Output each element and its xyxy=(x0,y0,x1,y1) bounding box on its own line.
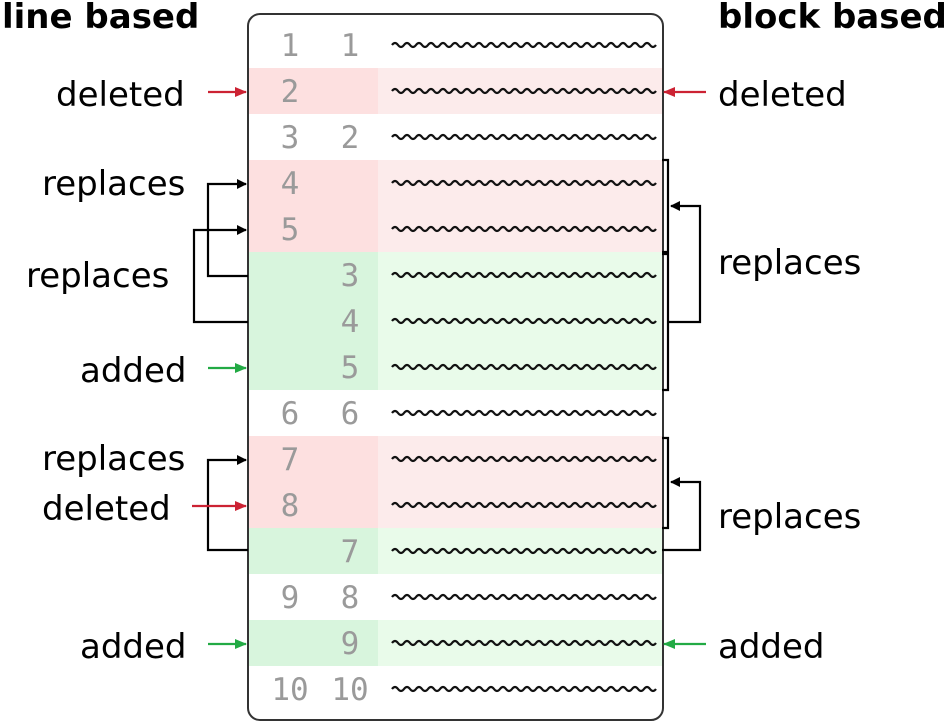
diff-row-4: 4 xyxy=(249,160,662,206)
right-label-deleted-1: deleted xyxy=(718,75,847,115)
right-label-added-1: added xyxy=(718,627,825,667)
row-gutter-highlight xyxy=(249,436,378,482)
new-line-number: 6 xyxy=(341,396,360,432)
line-content-placeholder xyxy=(391,179,657,187)
new-line-number: 10 xyxy=(331,672,368,708)
line-content-placeholder xyxy=(391,547,657,555)
left-label-added-2: added xyxy=(80,627,187,667)
row-gutter-highlight xyxy=(249,68,378,114)
row-gutter-highlight xyxy=(249,206,378,252)
new-line-number: 5 xyxy=(341,350,360,386)
old-line-number: 9 xyxy=(281,580,300,616)
right-bracket-deleted-block-1 xyxy=(662,158,670,254)
diff-row-10: 7 xyxy=(249,436,662,482)
old-line-number: 7 xyxy=(281,442,300,478)
diff-row-2: 2 xyxy=(249,68,662,114)
right-label-replaces-1: replaces xyxy=(718,243,861,283)
row-gutter-highlight xyxy=(249,482,378,528)
right-bracket-deleted-block-2 xyxy=(662,436,670,530)
line-content-placeholder xyxy=(391,409,657,417)
old-line-number: 1 xyxy=(281,28,300,64)
right-arrow-replaces-2 xyxy=(662,477,702,552)
old-line-number: 5 xyxy=(281,212,300,248)
line-content-placeholder xyxy=(391,363,657,371)
diff-row-11: 8 xyxy=(249,482,662,528)
diff-row-7: 4 xyxy=(249,298,662,344)
left-label-added-1: added xyxy=(80,351,187,391)
file-frame xyxy=(247,13,664,721)
left-label-deleted-2: deleted xyxy=(42,489,171,529)
line-content-placeholder xyxy=(391,455,657,463)
new-line-number: 1 xyxy=(341,28,360,64)
new-line-number: 4 xyxy=(341,304,360,340)
line-content-placeholder xyxy=(391,271,657,279)
left-label-replaces-1: replaces xyxy=(42,164,185,204)
new-line-number: 7 xyxy=(341,534,360,570)
row-gutter-highlight xyxy=(249,344,378,390)
diff-row-15: 10 10 xyxy=(271,672,657,708)
row-gutter-highlight xyxy=(249,298,378,344)
line-content-placeholder xyxy=(391,133,657,141)
left-label-replaces-2: replaces xyxy=(26,256,169,296)
new-line-number: 3 xyxy=(341,258,360,294)
right-label-replaces-2: replaces xyxy=(718,497,861,537)
left-title: line based xyxy=(2,0,199,37)
old-line-number: 2 xyxy=(281,74,300,110)
diff-row-8: 5 xyxy=(249,344,662,390)
line-content-placeholder xyxy=(391,593,657,601)
line-content-placeholder xyxy=(391,639,657,647)
diff-row-6: 3 xyxy=(249,252,662,298)
line-content-placeholder xyxy=(391,41,657,49)
line-content-placeholder xyxy=(391,317,657,325)
left-label-replaces-3: replaces xyxy=(42,439,185,479)
left-bracket-replaces-2 xyxy=(192,225,248,324)
diff-row-14: 9 xyxy=(249,620,662,666)
line-content-placeholder xyxy=(391,501,657,509)
old-line-number: 8 xyxy=(281,488,300,524)
old-line-number: 3 xyxy=(281,120,300,156)
line-content-placeholder xyxy=(391,225,657,233)
diff-row-12: 7 xyxy=(249,528,662,574)
row-gutter-highlight xyxy=(249,252,378,298)
row-gutter-highlight xyxy=(249,620,378,666)
right-title: block based xyxy=(718,0,945,37)
old-line-number: 10 xyxy=(271,672,308,708)
old-line-number: 4 xyxy=(281,166,300,202)
old-line-number: 6 xyxy=(281,396,300,432)
right-arrow-replaces-1 xyxy=(668,201,702,324)
row-gutter-highlight xyxy=(249,160,378,206)
row-gutter-highlight xyxy=(249,528,378,574)
new-line-number: 9 xyxy=(341,626,360,662)
line-content-placeholder xyxy=(391,87,657,95)
new-line-number: 2 xyxy=(341,120,360,156)
new-line-number: 8 xyxy=(341,580,360,616)
left-label-deleted-1: deleted xyxy=(56,75,185,115)
diff-row-5: 5 xyxy=(249,206,662,252)
line-content-placeholder xyxy=(391,685,657,693)
